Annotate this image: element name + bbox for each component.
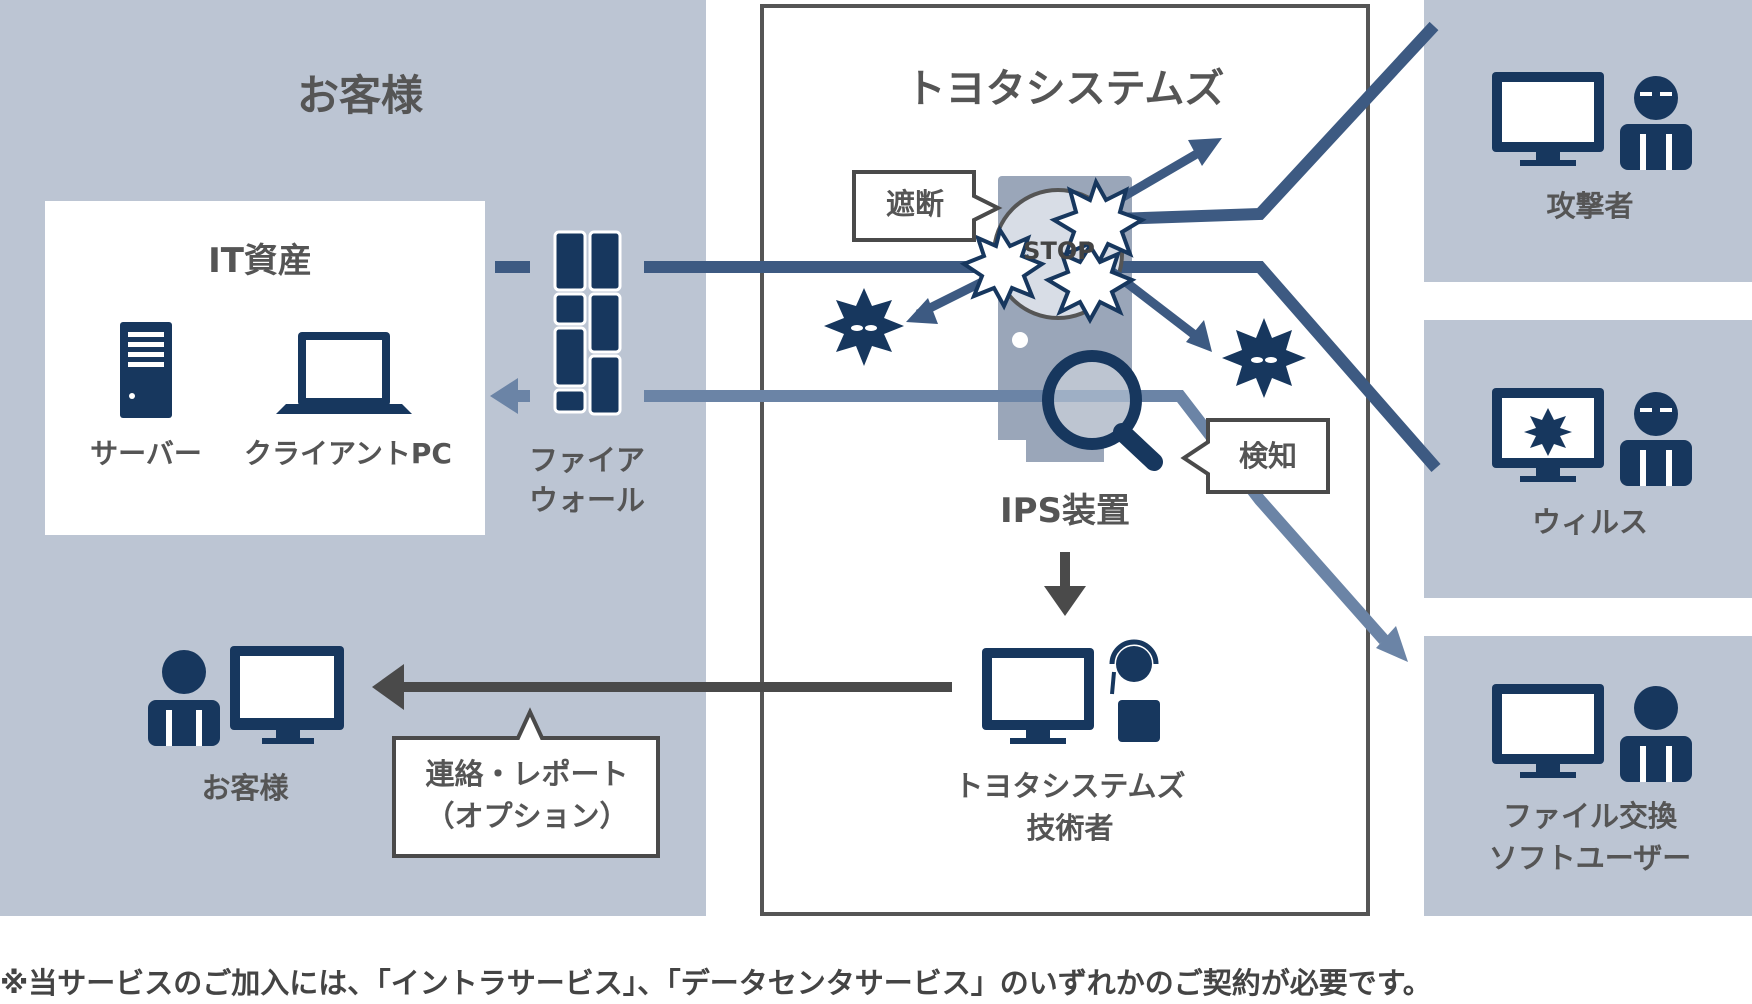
customer-monitor-icon: [230, 646, 344, 744]
attacker-label: 攻撃者: [1546, 189, 1634, 223]
arrowhead-up-right: [1188, 138, 1222, 166]
laptop-icon: [276, 332, 412, 414]
detect-callout-shape: [1180, 418, 1330, 494]
customer-label: お客様: [201, 771, 289, 805]
server-icon: [120, 322, 172, 418]
arrowhead-down-left: [906, 298, 938, 324]
it-assets-box: [45, 201, 485, 535]
outbound-arrowhead-left: [490, 378, 518, 414]
stop-burst-icon: [959, 177, 1147, 325]
p2p-panel: [1424, 636, 1752, 916]
arrow-icon: [1044, 552, 1086, 616]
report-callout-line1: 連絡・レポート: [425, 757, 629, 791]
server-label: サーバー: [90, 437, 202, 470]
detect-callout-label: 検知: [1238, 439, 1297, 473]
virus-label: ウィルス: [1531, 505, 1648, 539]
report-callout-shape: [392, 707, 660, 858]
p2p-person-icon: [1620, 686, 1692, 782]
ips-label: IPS装置: [999, 491, 1131, 531]
engineer-label-line2: 技術者: [1026, 811, 1114, 845]
headset-operator-icon: [1109, 639, 1160, 742]
attacker-monitor-icon: [1492, 72, 1604, 166]
firewall-label-line1: ファイア: [528, 443, 645, 477]
virus-user-icon: [1620, 392, 1692, 486]
virus-icon: [824, 288, 1306, 398]
report-arrow: [372, 664, 952, 710]
footnote: ※当サービスのご加入には、「イントラサービス」、「データセンタサービス」のいずれ…: [0, 966, 1432, 1000]
report-callout-line2: （オプション）: [425, 799, 629, 833]
p2p-label-line2: ソフトユーザー: [1488, 841, 1692, 875]
engineer-label-line1: トヨタシステムズ: [954, 769, 1186, 803]
magnifier-icon: [1042, 350, 1163, 471]
customer-title: お客様: [296, 71, 423, 120]
engineer-monitor-icon: [982, 648, 1094, 744]
p2p-monitor-icon: [1492, 684, 1604, 778]
firewall-icon: [553, 230, 622, 416]
outbound-arrowhead-right: [1376, 626, 1408, 662]
client-label: クライアントPC: [244, 437, 452, 470]
firewall-label-line2: ウォール: [528, 483, 645, 517]
p2p-label-line1: ファイル交換: [1502, 799, 1677, 833]
it-assets-title: IT資産: [208, 241, 312, 281]
block-callout-label: 遮断: [885, 187, 944, 221]
provider-title: トヨタシステムズ: [905, 66, 1225, 112]
customer-person-icon: [148, 650, 220, 746]
block-callout-shape: [852, 170, 1003, 242]
attacker-icon: [1620, 76, 1692, 170]
arrowhead-down-right: [1186, 320, 1212, 352]
virus-monitor-icon: [1492, 388, 1604, 482]
stop-text: STOP: [1023, 237, 1095, 265]
